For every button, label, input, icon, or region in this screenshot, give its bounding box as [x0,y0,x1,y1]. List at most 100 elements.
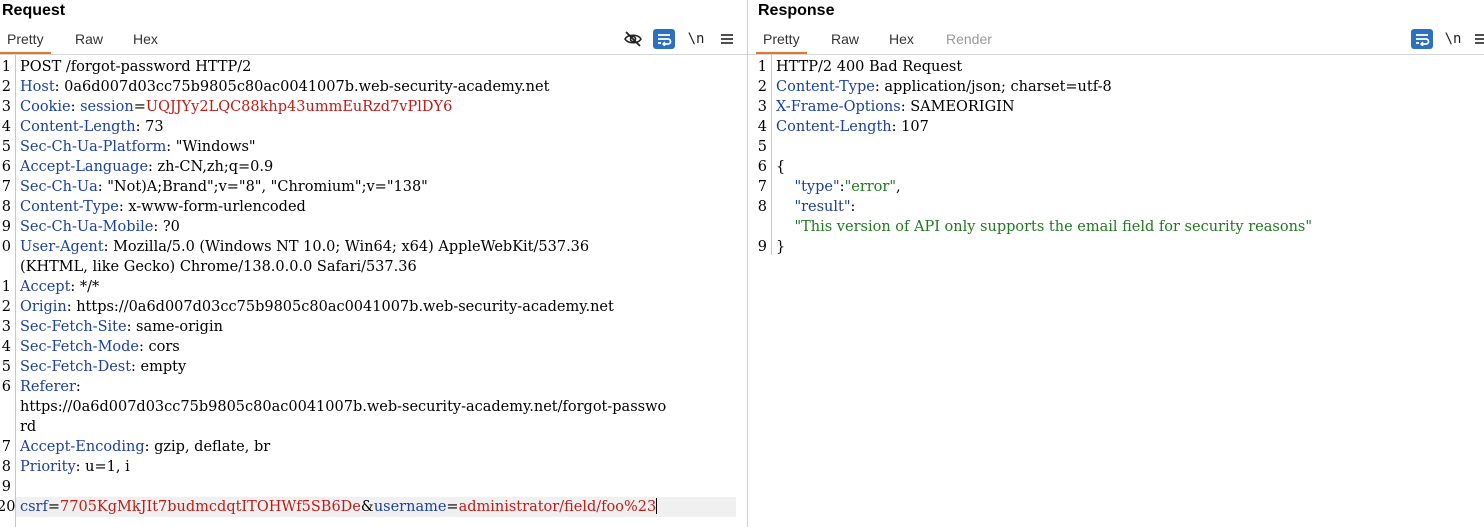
syntax-text: https://0a6d007d03cc75b9805c80ac0041007b… [20,399,667,415]
syntax-param-value: administrator/field/foo%23 [458,499,657,515]
syntax-key: Sec-Ch-Ua-Platform [20,139,167,155]
syntax-key: Accept-Language [20,159,149,175]
syntax-key: username [373,499,447,515]
request-tab-pretty[interactable]: Pretty [0,31,51,54]
line-number: 9 [757,239,767,255]
syntax-text: POST /forgot-password HTTP/2 [20,59,252,75]
line-number: 7 [1,179,11,195]
line-number: 5 [1,359,11,375]
syntax-text [776,219,794,235]
syntax-text: : [75,379,81,395]
eye-slash-icon[interactable] [622,29,644,49]
text-caret [656,498,658,514]
hamburger-icon[interactable] [716,29,738,49]
line-content: Sec-Fetch-Mode: cors [20,337,180,357]
syntax-key: Accept-Encoding [20,439,145,455]
request-editor[interactable]: 1 POST /forgot-password HTTP/2 2 Host: 0a6d… [0,55,747,527]
line-content: X-Frame-Options: SAMEORIGIN [776,97,1015,117]
syntax-text: : "Not)A;Brand";v="8", "Chromium";v="138… [97,179,428,195]
syntax-text: : [70,99,81,115]
response-tab-hex[interactable]: Hex [889,31,914,47]
syntax-text [776,199,794,215]
syntax-text: & [360,499,374,515]
line-number-gutter [15,55,16,527]
syntax-key: Content-Length [776,119,892,135]
hamburger-icon[interactable] [1470,29,1484,49]
response-tabs: Pretty Raw Hex Render \n [748,26,1484,55]
line-content: Sec-Ch-Ua-Platform: "Windows" [20,137,256,157]
line-number: 6 [1,159,11,175]
syntax-key: Sec-Fetch-Site [20,319,127,335]
line-number: 3 [757,99,767,115]
syntax-string: "This version of API only supports the e… [794,219,1313,235]
syntax-key: Sec-Fetch-Mode [20,339,140,355]
syntax-key: Cookie [20,99,71,115]
line-content: Content-Type: x-www-form-urlencoded [20,197,306,217]
line-content: { [776,157,785,177]
syntax-text: HTTP/2 400 Bad Request [776,59,963,75]
syntax-key: Content-Type [776,79,875,95]
line-content: Cookie: session=UQJJYy2LQC88khp43ummEuRz… [20,97,452,117]
line-number: 9 [1,479,11,495]
line-content: Content-Length: 73 [20,117,164,137]
wrap-icon[interactable] [653,29,675,49]
syntax-text: = [446,499,459,515]
syntax-text: , [896,179,901,195]
syntax-string: "error" [844,179,897,195]
response-tab-render[interactable]: Render [946,31,992,47]
syntax-param-value: UQJJYy2LQC88khp43ummEuRzd7vPlDY6 [145,99,453,115]
syntax-text [776,179,794,195]
line-number: 6 [757,159,767,175]
response-tab-raw[interactable]: Raw [831,31,860,47]
syntax-key: "result" [794,199,851,215]
syntax-text: : Mozilla/5.0 (Windows NT 10.0; Win64; x… [103,239,590,255]
syntax-text: : same-origin [126,319,223,335]
line-number: 3 [1,99,11,115]
current-line-highlight [16,497,736,517]
line-content: Host: 0a6d007d03cc75b9805c80ac0041007b.w… [20,77,549,97]
syntax-text: : zh-CN,zh;q=0.9 [148,159,274,175]
request-tab-hex[interactable]: Hex [133,31,158,47]
newline-toggle[interactable]: \n [1444,31,1462,47]
syntax-text: : 107 [891,119,929,135]
syntax-text: = [47,499,61,515]
syntax-text: : u=1, i [75,459,130,475]
syntax-text: : */* [70,279,100,295]
syntax-text: : https://0a6d007d03cc75b9805c80ac004100… [66,299,614,315]
line-content: Content-Type: application/json; charset=… [776,77,1112,97]
line-number: 4 [1,339,11,355]
syntax-key: Referer [20,379,76,395]
line-number: 1 [1,59,11,75]
line-number: 20 [0,499,16,515]
line-content: HTTP/2 400 Bad Request [776,57,962,77]
syntax-key: session [80,99,134,115]
line-content: Priority: u=1, i [20,457,130,477]
response-tab-pretty[interactable]: Pretty [756,31,807,54]
pane-divider[interactable] [747,0,748,527]
line-content: https://0a6d007d03cc75b9805c80ac0041007b… [20,397,666,417]
line-content: Sec-Ch-Ua: "Not)A;Brand";v="8", "Chromiu… [20,177,428,197]
syntax-text: { [776,159,786,175]
newline-toggle[interactable]: \n [687,31,705,47]
syntax-text: : x-www-form-urlencoded [118,199,306,215]
line-content: rd [20,417,36,437]
request-tab-raw[interactable]: Raw [75,31,104,47]
line-number: 5 [757,139,767,155]
syntax-key: X-Frame-Options [776,99,901,115]
wrap-icon[interactable] [1411,29,1433,49]
syntax-key: Content-Length [20,119,136,135]
syntax-text: : empty [131,359,187,375]
line-content: Sec-Fetch-Site: same-origin [20,317,223,337]
line-number: 1 [1,279,11,295]
line-content: POST /forgot-password HTTP/2 [20,57,251,77]
line-content: } [776,237,785,257]
line-content: "result": [776,197,855,217]
syntax-text: rd [20,419,37,435]
response-title: Response [758,2,835,19]
syntax-text: : [850,199,856,215]
syntax-text: (KHTML, like Gecko) Chrome/138.0.0.0 Saf… [20,259,417,275]
line-number: 2 [1,79,11,95]
line-content: "This version of API only supports the e… [776,217,1312,237]
line-content: (KHTML, like Gecko) Chrome/138.0.0.0 Saf… [20,257,417,277]
